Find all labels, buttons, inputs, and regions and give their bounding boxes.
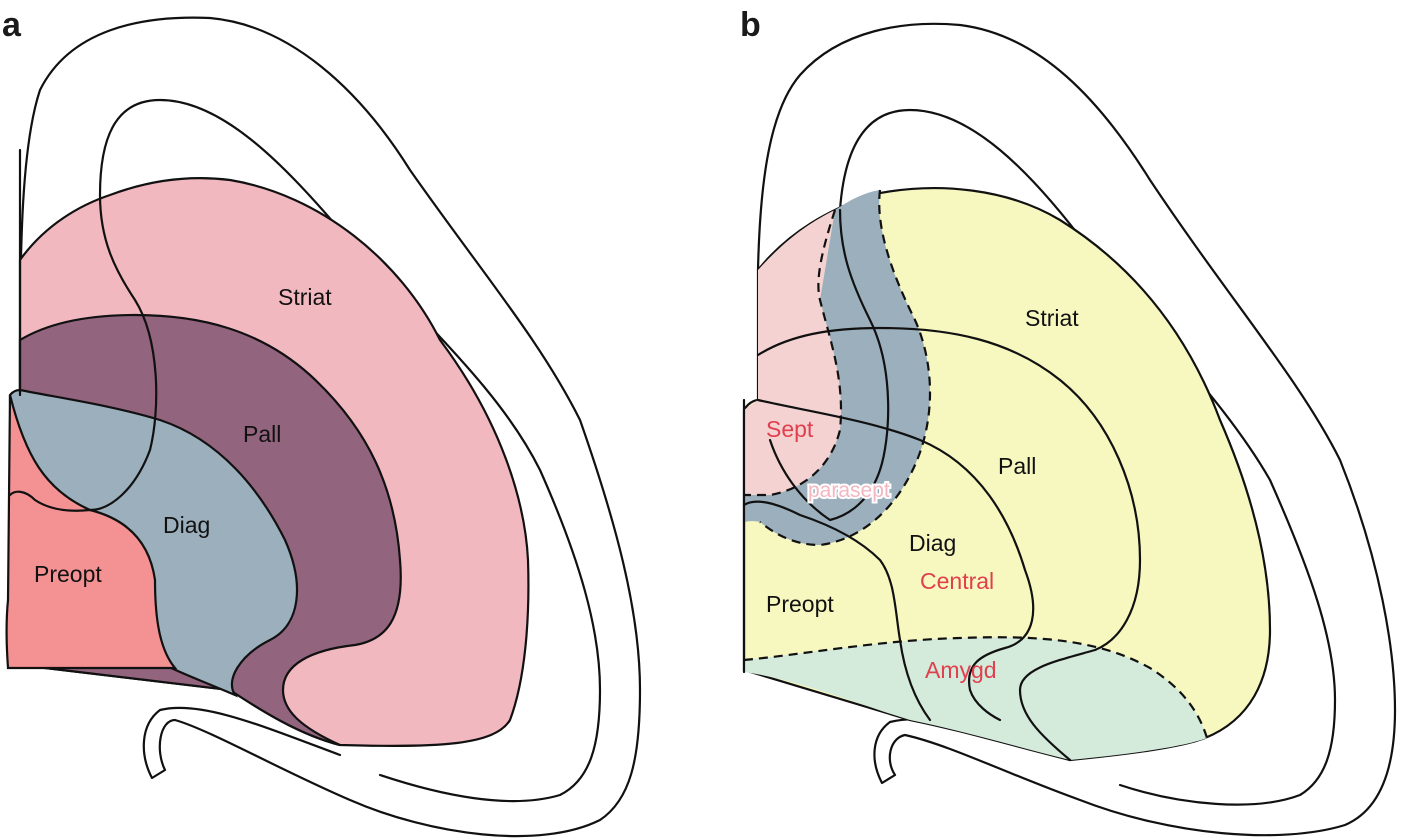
panel-a-label-pall: Pall [243, 421, 281, 447]
panel-b-label-striat: Striat [1025, 305, 1079, 331]
panel-b-label-preopt: Preopt [766, 591, 834, 617]
panel-a-outer-outline [18, 16, 642, 838]
panel-b-sept-dashed-boundary [744, 209, 843, 497]
panel-b-pallium-outer-boundary [756, 326, 1142, 762]
panel-a-label-diag: Diag [163, 512, 210, 538]
panel-a-ventricle-curve [88, 193, 158, 512]
panel-a-letter: a [2, 6, 22, 44]
panel-a-label-preopt: Preopt [34, 561, 102, 587]
panel-b-diagonal-boundary [756, 398, 1035, 722]
panel-a-inner-outline [98, 98, 602, 803]
panel-b-central-boundary [742, 500, 932, 722]
panel-b-label-central: Central [920, 568, 994, 594]
panel-a-label-striat: Striat [278, 284, 332, 310]
panel-b-ventricle-curve [768, 208, 890, 522]
panel-b-amygdala-region [744, 637, 1207, 760]
panel-a: a Striat Pall Diag Preopt [2, 6, 642, 838]
panel-b-amygdala-dashed-boundary [743, 636, 1209, 739]
panel-b: b Striat Pall Diag Preopt Sept parasept … [740, 6, 1397, 837]
panel-b-label-parasept: parasept [808, 479, 890, 502]
panel-b-parasept-dashed-boundary [759, 189, 932, 547]
panel-b-label-diag: Diag [909, 530, 956, 556]
panel-b-outer-outline [756, 22, 1397, 837]
panel-a-lower-notch [8, 490, 92, 512]
panel-b-label-amygd: Amygd [925, 657, 997, 683]
panel-b-septum-region [744, 210, 841, 495]
panel-a-preoptic-region [5, 394, 178, 670]
panel-b-inner-outline [838, 108, 1337, 806]
panel-b-label-pall: Pall [998, 453, 1036, 479]
panel-b-letter: b [740, 6, 761, 44]
panel-b-label-sept: Sept [766, 416, 814, 442]
